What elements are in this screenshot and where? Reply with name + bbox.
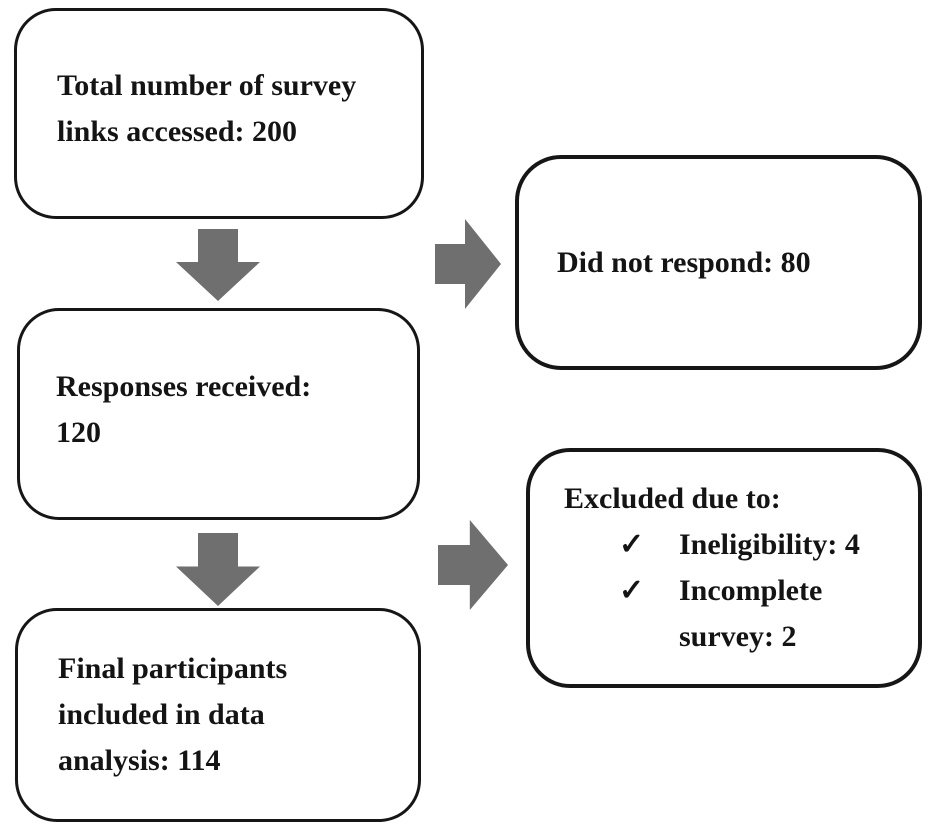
- excluded-item-text: Incomplete survey: 2: [679, 568, 822, 660]
- box-text-line: Ineligibility: 4: [679, 528, 860, 561]
- box-text-line: analysis: 114: [58, 744, 221, 777]
- checkmark-icon: ✓: [619, 528, 645, 561]
- down-arrow-icon: [176, 229, 260, 301]
- excluded-heading: Excluded due to:: [564, 482, 781, 515]
- box-text-line: Total number of survey: [57, 68, 357, 102]
- down-arrow-shape: [176, 533, 260, 606]
- right-arrow-icon: [438, 520, 508, 610]
- excluded-item-text: Ineligibility: 4: [679, 522, 860, 568]
- flow-box-excluded: Excluded due to: ✓ Ineligibility: 4 ✓ In…: [526, 448, 922, 688]
- down-arrow-icon: [176, 533, 260, 606]
- box-text-line: 120: [56, 416, 101, 449]
- excluded-item-incomplete-survey: ✓ Incomplete survey: 2: [619, 568, 918, 660]
- box-text-line: survey: 2: [679, 620, 797, 653]
- flow-box-did-not-respond: Did not respond: 80: [515, 155, 922, 370]
- box-text-line: included in data: [58, 698, 265, 731]
- right-arrow-icon: [435, 219, 501, 309]
- right-arrow-shape: [435, 219, 501, 309]
- box-text-line: Final participants: [58, 652, 288, 685]
- flow-box-responses-received: Responses received: 120: [17, 308, 420, 520]
- box-text-line: Did not respond: 80: [557, 245, 811, 279]
- down-arrow-shape: [176, 229, 260, 301]
- excluded-item-ineligibility: ✓ Ineligibility: 4: [619, 522, 918, 568]
- right-arrow-shape: [438, 520, 508, 610]
- box-text-line: Incomplete: [679, 574, 823, 607]
- box-text-line: Responses received:: [56, 370, 312, 403]
- box-text-line: links accessed: 200: [57, 114, 297, 148]
- flow-box-final-participants: Final participants included in data anal…: [15, 608, 421, 822]
- flow-box-total-links: Total number of survey links accessed: 2…: [14, 8, 424, 219]
- checkmark-icon: ✓: [619, 574, 645, 607]
